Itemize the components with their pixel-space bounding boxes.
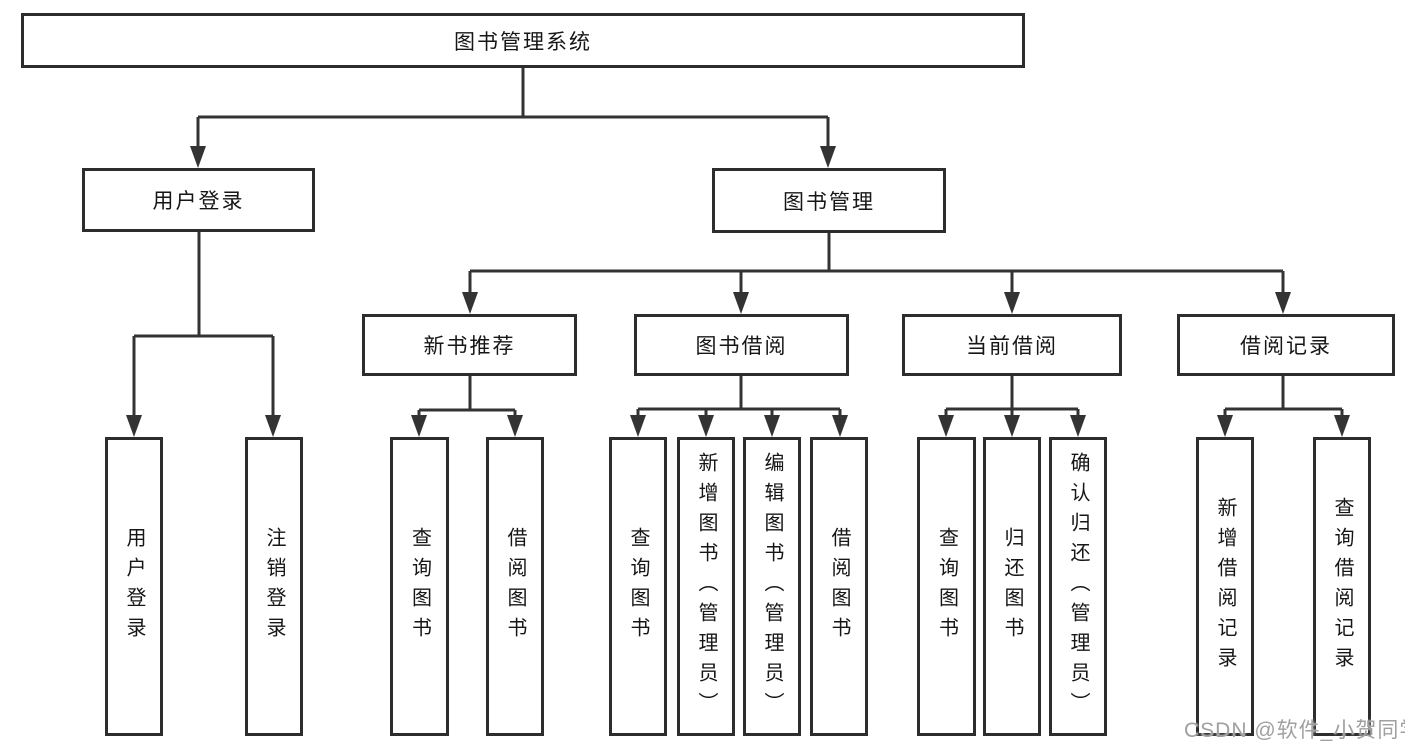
node-label: 当前借阅 <box>966 335 1058 358</box>
leaf-logout: 注销登录 <box>245 437 303 736</box>
leaf-records-query-record: 查询借阅记录 <box>1313 437 1371 736</box>
leaf-label: 编辑图书（管理员） <box>761 451 783 722</box>
node-label: 新书推荐 <box>423 335 516 358</box>
leaf-label: 归还图书 <box>1001 526 1023 647</box>
leaf-borrow-edit-books-admin: 编辑图书（管理员） <box>743 437 801 736</box>
leaf-label: 新增图书（管理员） <box>695 451 717 722</box>
leaf-label: 新增借阅记录 <box>1214 496 1236 677</box>
node-label: 图书管理 <box>783 190 875 214</box>
leaf-label: 借阅图书 <box>828 526 850 647</box>
leaf-borrow-borrow-books: 借阅图书 <box>810 437 868 736</box>
leaf-borrow-add-books-admin: 新增图书（管理员） <box>677 437 735 736</box>
leaf-label: 查询图书 <box>408 526 431 647</box>
leaf-label: 查询图书 <box>627 526 649 647</box>
leaf-recommend-query-books: 查询图书 <box>390 437 449 736</box>
leaf-label: 确认归还（管理员） <box>1067 451 1089 722</box>
node-book-borrowing: 图书借阅 <box>634 314 849 376</box>
node-current-borrowing: 当前借阅 <box>902 314 1122 376</box>
node-library-management-system: 图书管理系统 <box>21 13 1025 68</box>
leaf-label: 借阅图书 <box>504 526 526 647</box>
node-new-book-recommend: 新书推荐 <box>362 314 577 376</box>
node-book-management: 图书管理 <box>712 168 946 233</box>
leaf-user-login: 用户登录 <box>105 437 163 736</box>
leaf-label: 查询借阅记录 <box>1331 496 1353 677</box>
leaf-records-add-record: 新增借阅记录 <box>1196 437 1254 736</box>
leaf-borrow-query-books: 查询图书 <box>609 437 667 736</box>
leaf-label: 查询图书 <box>935 526 958 647</box>
node-user-login: 用户登录 <box>82 168 315 232</box>
leaf-current-query-books: 查询图书 <box>917 437 976 736</box>
node-label: 图书借阅 <box>695 335 788 358</box>
leaf-label: 注销登录 <box>263 526 285 647</box>
node-label: 用户登录 <box>152 190 245 213</box>
leaf-current-confirm-return-admin: 确认归还（管理员） <box>1049 437 1107 736</box>
leaf-recommend-borrow-books: 借阅图书 <box>486 437 544 736</box>
csdn-watermark: CSDN @软件_小贺同学 <box>1184 719 1405 742</box>
node-borrowing-records: 借阅记录 <box>1177 314 1395 376</box>
leaf-current-return-books: 归还图书 <box>983 437 1041 736</box>
leaf-label: 用户登录 <box>123 526 145 647</box>
node-label: 图书管理系统 <box>454 30 592 54</box>
node-label: 借阅记录 <box>1240 335 1332 358</box>
